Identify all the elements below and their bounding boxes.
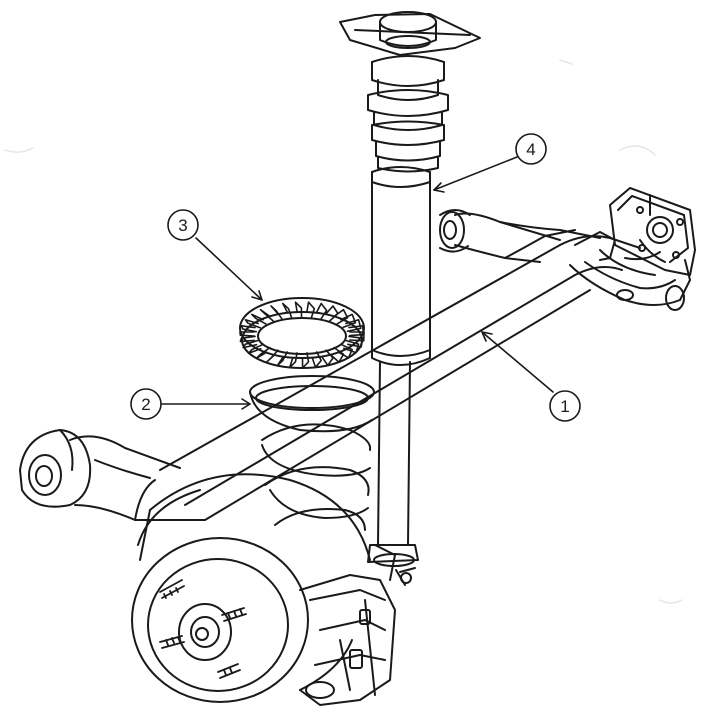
insulator-tooth xyxy=(343,339,360,354)
insulator-tooth xyxy=(239,335,256,343)
insulator-tooth xyxy=(345,319,362,333)
shock-absorber xyxy=(339,11,481,586)
insulator-tooth xyxy=(306,301,316,319)
callout-1-arrow xyxy=(481,331,493,342)
callouts: 1 2 3 4 xyxy=(130,133,581,422)
insulator-tooth xyxy=(340,313,357,329)
insulator-tooth xyxy=(247,343,264,355)
rear-axle-beam xyxy=(19,187,696,521)
insulator-tooth xyxy=(259,308,275,322)
callout-3-arrow xyxy=(251,290,263,301)
coil-spring xyxy=(249,375,375,531)
insulator-tooth xyxy=(329,346,345,363)
callout-4-arrow xyxy=(433,182,445,193)
insulator-tooth xyxy=(347,335,364,348)
insulator-tooth xyxy=(288,352,298,369)
insulator-tooth xyxy=(321,349,334,367)
paper-texture xyxy=(4,59,683,604)
callout-2-circle xyxy=(130,388,162,420)
insulator-tooth xyxy=(311,351,322,369)
insulator-tooth xyxy=(348,325,365,337)
insulator-tooth xyxy=(325,305,339,322)
insulator-tooth xyxy=(301,352,310,369)
insulator-tooth xyxy=(316,302,328,320)
insulator-tooth xyxy=(349,331,365,342)
insulator-tooth xyxy=(244,319,261,329)
insulator-tooth xyxy=(255,346,271,360)
insulator-tooth xyxy=(282,302,293,319)
callout-1-leader xyxy=(481,331,554,393)
callout-4-label: 4 xyxy=(526,140,535,159)
insulator-tooth xyxy=(239,331,255,337)
callout-3-leader xyxy=(195,237,263,301)
insulator-tooth xyxy=(265,349,279,364)
spring-seat-insulator xyxy=(239,297,365,369)
insulator-tooth xyxy=(242,339,259,349)
insulator-tooth xyxy=(270,305,283,320)
callout-3-label: 3 xyxy=(178,216,187,235)
insulator-tooth xyxy=(276,351,288,367)
brake-drum xyxy=(131,473,396,706)
callout-3-circle xyxy=(167,209,199,241)
callout-4-circle xyxy=(515,133,547,165)
callout-1-circle xyxy=(549,390,581,422)
callout-1-label: 1 xyxy=(560,397,569,416)
callout-2-arrow xyxy=(241,398,251,410)
insulator-tooth xyxy=(294,301,303,318)
callout-4-leader xyxy=(433,156,518,191)
callout-2-label: 2 xyxy=(141,395,150,414)
insulator-tooth xyxy=(251,313,267,325)
insulator-tooth xyxy=(333,308,349,325)
insulator-tooth xyxy=(240,325,257,333)
